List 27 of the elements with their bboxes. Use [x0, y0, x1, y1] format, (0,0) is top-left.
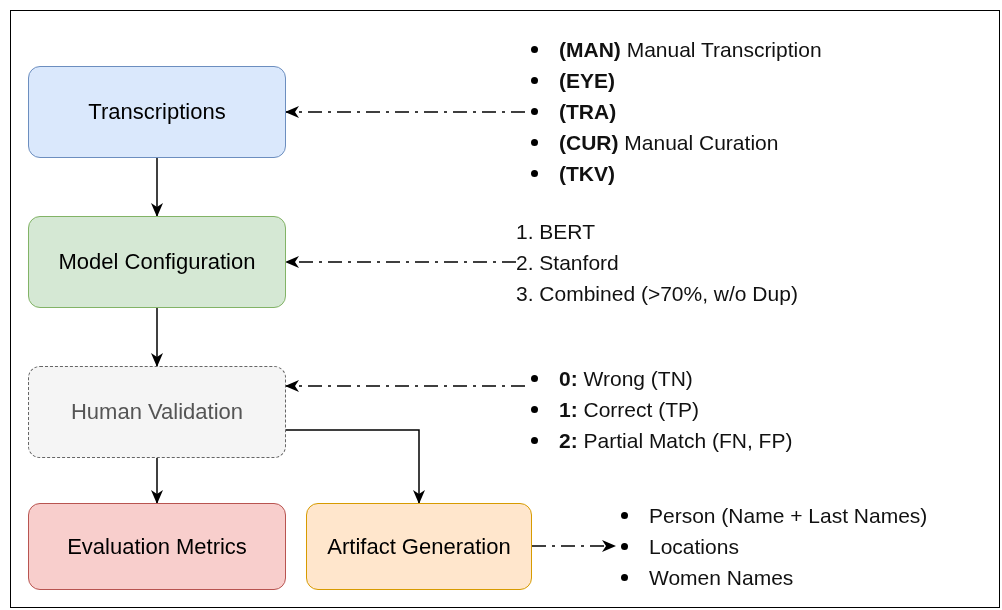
list-item: (CUR) Manual Curation: [525, 127, 995, 158]
dash-dot-arrow: [285, 256, 517, 268]
list-item: 0: Wrong (TN): [525, 363, 905, 394]
process-box: Evaluation Metrics: [28, 503, 286, 590]
dash-dot-arrow: [285, 106, 526, 118]
process-box: Human Validation: [28, 366, 286, 458]
list-item: (TKV): [525, 158, 995, 189]
process-box: Artifact Generation: [306, 503, 532, 590]
dash-dot-arrow: [285, 380, 526, 392]
list-item: 2. Stanford: [516, 250, 620, 276]
dash-dot-arrow: [531, 540, 616, 552]
process-box: Model Configuration: [28, 216, 286, 308]
process-box: Transcriptions: [28, 66, 286, 158]
list-item: Person (Name + Last Names): [615, 500, 1000, 531]
list-item: Women Names: [615, 562, 1000, 593]
list-item: Locations: [615, 531, 1000, 562]
list-item: 2: Partial Match (FN, FP): [525, 425, 905, 456]
list-item: 3. Combined (>70%, w/o Dup): [516, 281, 799, 307]
arrow: [151, 457, 163, 504]
list-item: (MAN) Manual Transcription: [525, 34, 995, 65]
arrow: [151, 307, 163, 367]
arrow: [285, 429, 425, 504]
list-item: 1: Correct (TP): [525, 394, 905, 425]
list-item: 1. BERT: [516, 219, 596, 245]
list-item: (EYE): [525, 65, 995, 96]
arrow: [151, 157, 163, 217]
list-item: (TRA): [525, 96, 995, 127]
